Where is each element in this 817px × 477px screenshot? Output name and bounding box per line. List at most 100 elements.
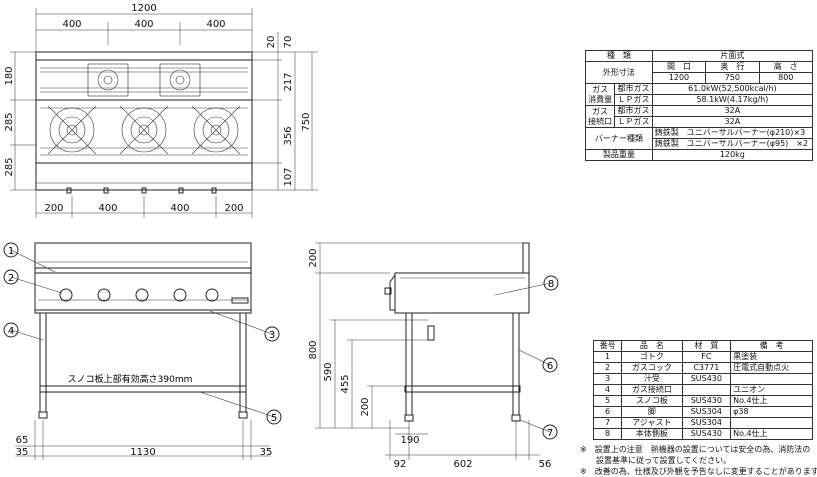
callouts: 1 2 3 4 5 6 7 8 xyxy=(3,242,559,440)
parts-remarks: 圧電式自動点火 xyxy=(730,362,813,374)
callout-7: 7 xyxy=(547,428,553,439)
spec-table: 種 類 片面式 外形寸法 間 口 奥 行 高 さ 1200 750 800 ガス… xyxy=(584,50,814,161)
parts-remarks: φ38 xyxy=(730,406,813,418)
parts-name: 本体側板 xyxy=(621,428,683,440)
notes: ※ 設置上の注意 熱機器の設置については安全の為、消防法の 設置基準に従って設置… xyxy=(580,444,817,477)
parts-material: FC xyxy=(681,351,732,363)
table-row: 6 脚 SUS304 φ38 xyxy=(592,406,813,418)
spec-size-label: 外形寸法 xyxy=(585,61,653,84)
parts-name: 脚 xyxy=(621,406,683,418)
table-row: 7 アジャスト SUS304 xyxy=(592,417,813,429)
dim-side-200-low: 200 xyxy=(360,397,371,416)
parts-no: 7 xyxy=(592,417,623,429)
spec-size-width: 1200 xyxy=(651,72,707,84)
callout-3: 3 xyxy=(269,330,275,341)
dim-width-total: 1200 xyxy=(131,3,156,14)
parts-material: SUS304 xyxy=(681,417,732,429)
shelf-note: スノコ板上部有効高さ390mm xyxy=(68,373,193,385)
parts-no: 2 xyxy=(592,362,623,374)
dim-side-200-top: 200 xyxy=(308,248,319,267)
table-row: 1 ゴトク FC 黒塗装 xyxy=(592,351,813,363)
dim-right-2: 70 xyxy=(283,36,294,49)
spec-size-head-width: 間 口 xyxy=(651,61,707,73)
parts-remarks: No.4仕上 xyxy=(730,428,813,440)
parts-remarks: 黒塗装 xyxy=(730,351,813,363)
spec-weight: 120kg xyxy=(651,149,814,161)
table-row: 4 ガス接続口 ユニオン xyxy=(592,384,813,396)
dim-side-602: 602 xyxy=(453,459,472,470)
note-line-3: ※ 改善の為、仕様及び外観を予告なしに変更することがあります。 xyxy=(580,467,817,476)
dim-side-190: 190 xyxy=(400,435,419,446)
spec-consumption-lp: 58.1kW(4.17kg/h) xyxy=(651,94,814,106)
spec-connect-city-label: 都市ガス xyxy=(614,105,653,117)
dim-side-800: 800 xyxy=(308,340,319,359)
parts-name: 汁受 xyxy=(621,373,683,385)
dim-side-92: 92 xyxy=(394,459,407,470)
callout-1: 1 xyxy=(8,246,14,257)
table-row: 5 スノコ板 SUS430 No.4仕上 xyxy=(592,395,813,407)
parts-material: C3771 xyxy=(681,362,732,374)
parts-no: 5 xyxy=(592,395,623,407)
dim-top-seg-1: 400 xyxy=(62,19,81,30)
parts-header-remarks: 備 考 xyxy=(730,340,813,352)
dim-top-seg-2: 400 xyxy=(134,19,153,30)
parts-name: アジャスト xyxy=(621,417,683,429)
dim-bottom-seg-2: 400 xyxy=(98,203,117,214)
callout-4: 4 xyxy=(8,326,14,337)
parts-no: 3 xyxy=(592,373,623,385)
callout-8: 8 xyxy=(548,279,554,290)
dim-side-56: 56 xyxy=(539,459,552,470)
top-view: 1200 400 400 400 xyxy=(4,3,318,218)
spec-type-header: 片面式 xyxy=(651,50,814,62)
parts-material: SUS430 xyxy=(681,373,732,385)
spec-consumption-city: 61.0kW(52,500kcal/h) xyxy=(651,83,814,95)
parts-no: 1 xyxy=(592,351,623,363)
spec-size-head-height: 高 さ xyxy=(758,61,814,73)
parts-remarks: ユニオン xyxy=(730,384,813,396)
dim-left-1: 180 xyxy=(4,66,15,85)
parts-remarks xyxy=(730,417,813,429)
note-line-1: ※ 設置上の注意 熱機器の設置については安全の為、消防法の xyxy=(580,445,811,454)
dim-right-5: 107 xyxy=(283,167,294,186)
table-row: 2 ガスコック C3771 圧電式自動点火 xyxy=(592,362,813,374)
parts-header-name: 品 名 xyxy=(621,340,683,352)
table-row: 3 汁受 SUS430 xyxy=(592,373,813,385)
dim-front-35-right: 35 xyxy=(260,447,273,458)
dim-depth-total: 750 xyxy=(301,112,312,131)
parts-name: ガスコック xyxy=(621,362,683,374)
parts-header-no: 番号 xyxy=(592,340,623,352)
dim-front-width: 1130 xyxy=(130,447,155,458)
callout-6: 6 xyxy=(547,361,553,372)
dim-right-1: 20 xyxy=(266,36,277,49)
spec-size-head-depth: 奥 行 xyxy=(705,61,760,73)
spec-lp-gas-label: ＬＰガス xyxy=(614,94,653,106)
parts-no: 4 xyxy=(592,384,623,396)
spec-size-height: 800 xyxy=(758,72,814,84)
dim-left-3: 285 xyxy=(4,157,15,176)
callout-2: 2 xyxy=(8,273,14,284)
parts-name: ガス接続口 xyxy=(621,384,683,396)
dim-bottom-seg-4: 200 xyxy=(224,203,243,214)
dim-front-65: 65 xyxy=(16,435,29,446)
parts-remarks xyxy=(730,373,813,385)
dim-top-seg-3: 400 xyxy=(206,19,225,30)
spec-city-gas-label: 都市ガス xyxy=(614,83,653,95)
spec-connect-lp-label: ＬＰガス xyxy=(614,116,653,128)
spec-gas-consumption-label: ガス 消費量 xyxy=(584,83,616,106)
note-line-2: 設置基準に従って設置してください。 xyxy=(580,456,732,465)
parts-remarks: No.4仕上 xyxy=(730,395,813,407)
parts-material: SUS304 xyxy=(681,406,732,418)
spec-connect-lp: 32A xyxy=(651,116,814,128)
spec-weight-label: 製品重量 xyxy=(585,149,653,161)
spec-burner-1: 鋳鉄製 ユニバーサルバーナー(φ210)×3 xyxy=(651,127,814,139)
table-row: 8 本体側板 SUS430 No.4仕上 xyxy=(592,428,813,440)
parts-material xyxy=(681,384,732,396)
dim-left-2: 285 xyxy=(4,112,15,131)
spec-item-header: 種 類 xyxy=(585,50,653,62)
spec-burner-2: 鋳鉄製 ユニバーサルバーナー(φ95) ×2 xyxy=(651,138,814,150)
parts-material: SUS430 xyxy=(681,428,732,440)
parts-header-material: 材 質 xyxy=(681,340,732,352)
side-view: 200 800 590 455 200 190 92 602 56 xyxy=(308,242,552,470)
dim-side-590: 590 xyxy=(323,362,334,381)
